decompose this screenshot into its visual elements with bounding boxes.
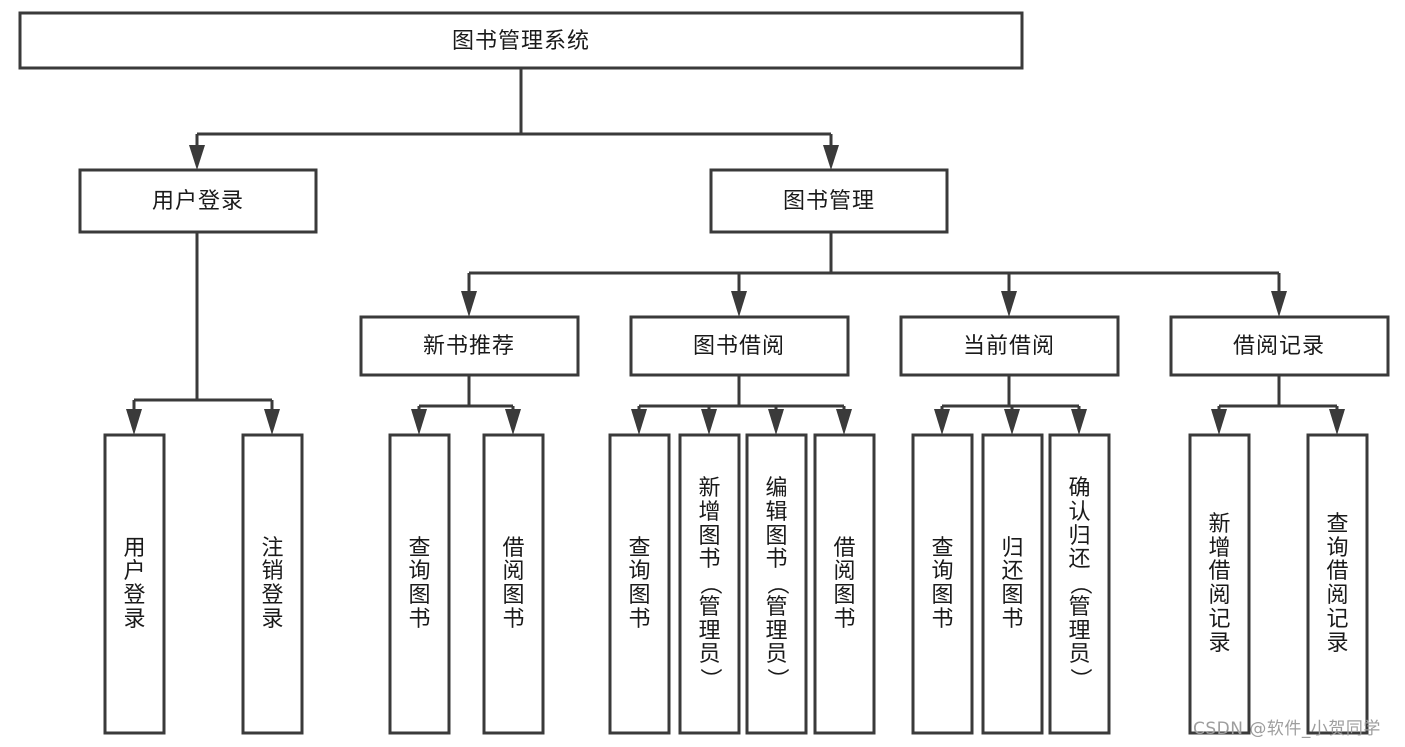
- node-box-new-book-recommend[interactable]: [359, 315, 580, 377]
- arrow-head-leaf-query-book-borrow: [631, 409, 647, 435]
- label-borrow-record: 借阅记录: [1233, 334, 1325, 359]
- node-box-leaf-borrow-book-new[interactable]: [482, 433, 545, 735]
- node-layer: [18, 11, 1390, 735]
- node-box-root[interactable]: [18, 11, 1024, 70]
- connector-layer: [126, 68, 1345, 435]
- node-box-leaf-query-book-new[interactable]: [388, 433, 451, 735]
- node-box-leaf-query-book-current[interactable]: [911, 433, 974, 735]
- node-box-leaf-user-login[interactable]: [103, 433, 166, 735]
- node-box-leaf-edit-book-admin[interactable]: [745, 433, 808, 735]
- arrow-head-leaf-query-book-current: [934, 409, 950, 435]
- horizontal-label-layer: 图书管理系统 用户登录 图书管理 新书推荐 图书借阅 当前借阅 借阅记录: [152, 29, 1325, 359]
- arrow-head-book-borrow: [731, 291, 747, 317]
- arrow-head-current-borrow: [1001, 291, 1017, 317]
- node-box-user-login[interactable]: [78, 168, 318, 234]
- label-book-borrow: 图书借阅: [693, 334, 785, 359]
- arrow-head-leaf-borrow-book: [836, 409, 852, 435]
- node-box-leaf-add-book-admin[interactable]: [678, 433, 741, 735]
- label-book-management: 图书管理: [783, 189, 875, 214]
- arrow-head-leaf-query-borrow-record: [1329, 409, 1345, 435]
- arrow-head-user-login: [189, 145, 205, 170]
- arrow-head-leaf-user-logout: [264, 409, 280, 435]
- arrow-head-leaf-add-book-admin: [701, 409, 717, 435]
- node-box-leaf-confirm-return-admin[interactable]: [1048, 433, 1111, 735]
- arrow-head-leaf-return-book: [1004, 409, 1020, 435]
- arrow-head-leaf-add-borrow-record: [1211, 409, 1227, 435]
- arrow-head-borrow-record: [1271, 291, 1287, 317]
- node-box-leaf-user-logout[interactable]: [241, 433, 304, 735]
- node-box-borrow-record[interactable]: [1169, 315, 1390, 377]
- node-box-leaf-query-book-borrow[interactable]: [608, 433, 671, 735]
- label-new-book-recommend: 新书推荐: [423, 334, 515, 359]
- arrow-head-leaf-user-login: [126, 409, 142, 435]
- arrow-head-book-management: [823, 145, 839, 170]
- arrow-head-leaf-query-book-new: [411, 409, 427, 435]
- node-box-book-management[interactable]: [709, 168, 949, 234]
- watermark-csdn: CSDN @软件_小贺同学: [1193, 719, 1381, 739]
- node-box-leaf-add-borrow-record[interactable]: [1188, 433, 1251, 735]
- node-box-leaf-borrow-book[interactable]: [813, 433, 876, 735]
- node-box-book-borrow[interactable]: [629, 315, 850, 377]
- label-user-login: 用户登录: [152, 189, 244, 214]
- arrow-head-leaf-borrow-book-new: [505, 409, 521, 435]
- label-current-borrow: 当前借阅: [963, 334, 1055, 359]
- node-box-leaf-return-book[interactable]: [981, 433, 1044, 735]
- arrow-head-leaf-edit-book-admin: [768, 409, 784, 435]
- node-box-leaf-query-borrow-record[interactable]: [1306, 433, 1369, 735]
- node-box-current-borrow[interactable]: [899, 315, 1120, 377]
- arrow-head-new-book-recommend: [461, 291, 477, 317]
- label-root: 图书管理系统: [452, 29, 590, 54]
- arrow-head-leaf-confirm-return-admin: [1071, 409, 1087, 435]
